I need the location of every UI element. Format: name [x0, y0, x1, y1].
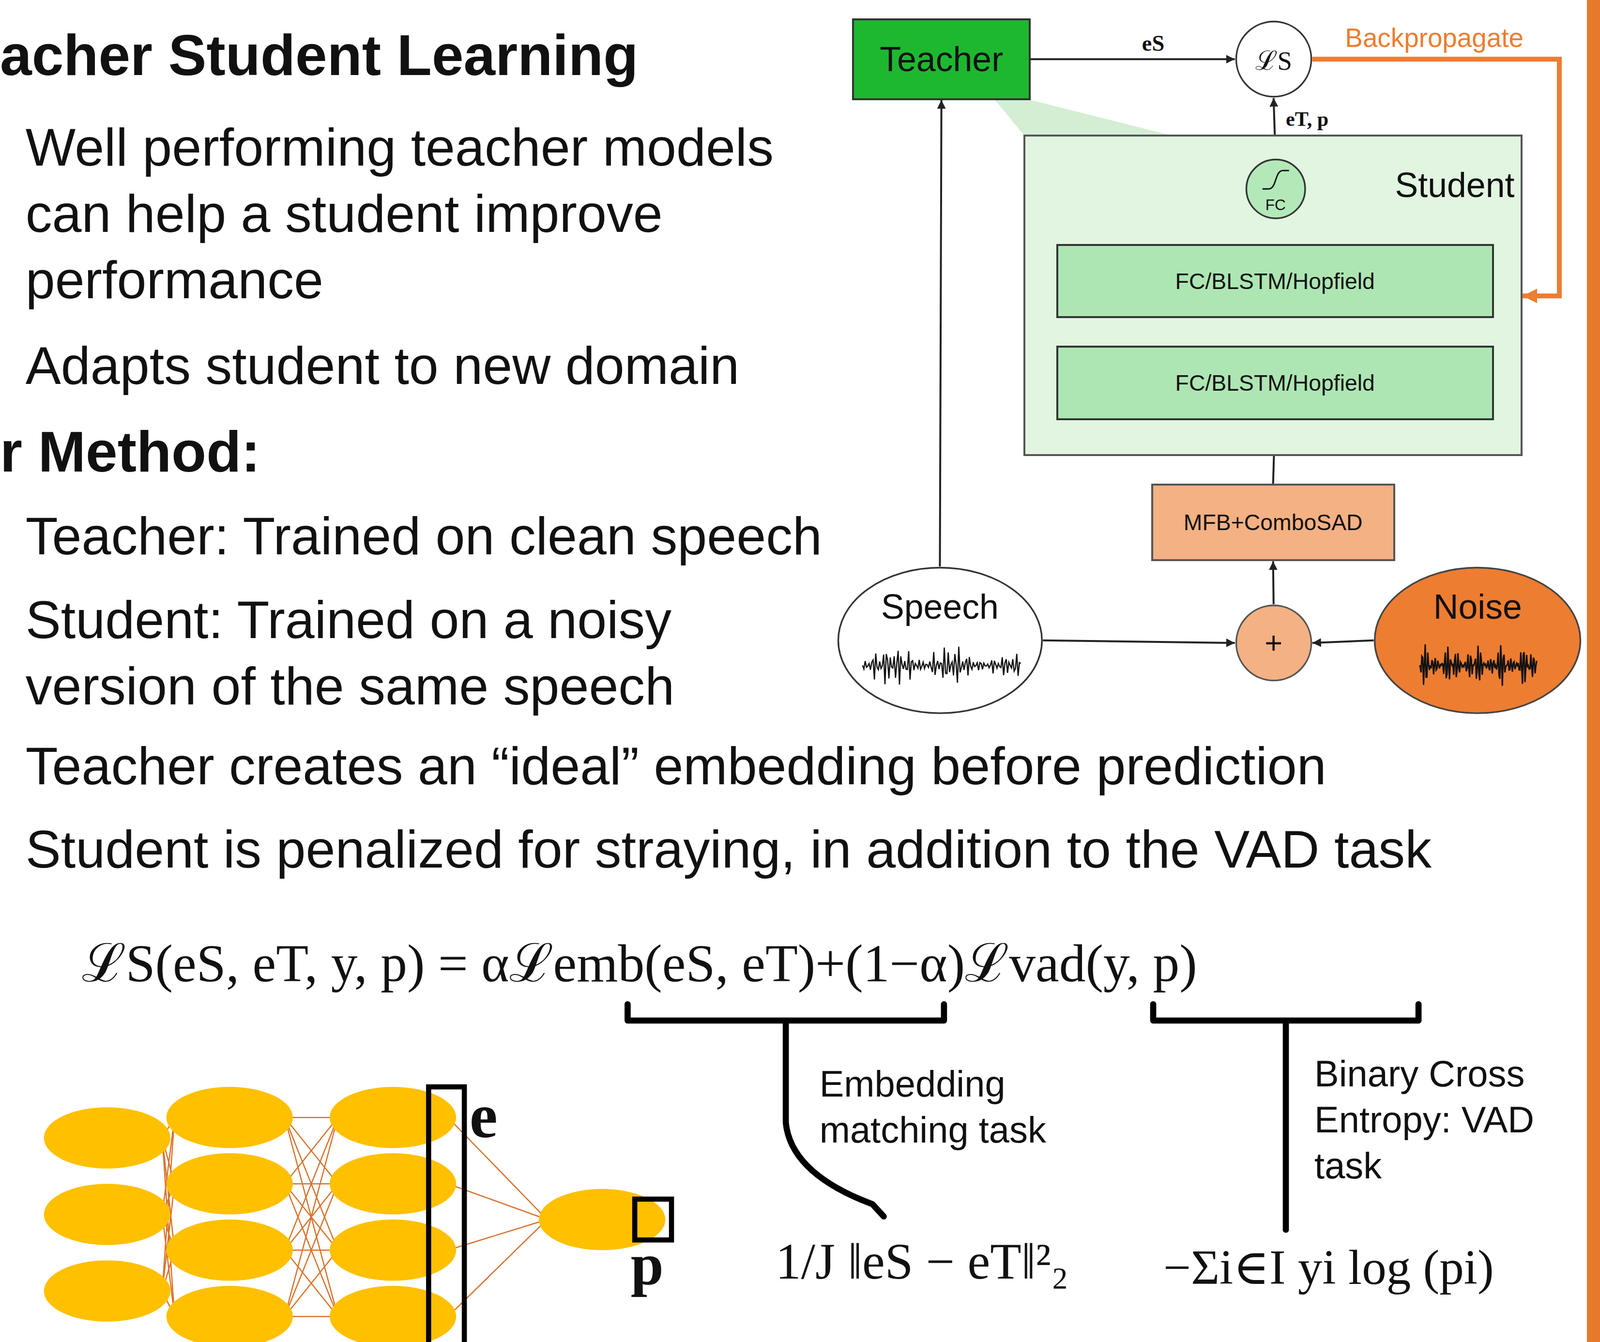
ellipse-outline	[1374, 567, 1581, 714]
annotation: Embedding matching task	[819, 1061, 1075, 1154]
embedding-box	[428, 1086, 465, 1342]
neuron	[329, 1153, 457, 1215]
net-connection	[284, 1249, 338, 1317]
node-label: Teacher	[879, 39, 1004, 79]
neuron	[329, 1285, 457, 1342]
loss-circle: ℒS	[1234, 20, 1313, 98]
node-label: +	[1264, 625, 1283, 661]
net-connection	[284, 1117, 338, 1184]
arrow-connector	[939, 100, 942, 567]
net-connection	[284, 1117, 338, 1317]
leader-line	[1282, 1020, 1290, 1230]
arrow-connector	[1273, 561, 1274, 605]
neuron	[44, 1260, 171, 1322]
node-label: MFB+ComboSAD	[1183, 509, 1363, 536]
slide-border-bar	[1586, 0, 1600, 1342]
node-label: Student	[1394, 165, 1515, 205]
neuron	[329, 1219, 457, 1281]
bullet-text: Student: Trained on a noisy version of t…	[25, 586, 822, 720]
arrow-connector	[1030, 58, 1235, 61]
bullet-text: Student is penalized for straying, in ad…	[25, 816, 1432, 883]
speech-ellipse: Speech	[837, 566, 1044, 715]
formula: −Σi∈I yi log (pi)	[1163, 1236, 1494, 1298]
section-heading: r Method:	[0, 416, 261, 488]
feature-box: MFB+ComboSAD	[1151, 483, 1396, 562]
arrow-connector	[1042, 640, 1235, 643]
edge-label: eS	[1142, 30, 1165, 56]
layer-box: FC/BLSTM/Hopfield	[1056, 345, 1494, 421]
neuron	[329, 1086, 457, 1148]
arrow-connector	[1312, 640, 1374, 643]
annotation: Binary Cross Entropy: VAD task	[1314, 1051, 1565, 1189]
waveform-icon	[1419, 644, 1537, 686]
formula: 1/J ‖eS − eT‖²₂	[775, 1229, 1069, 1294]
edge-label: eT, p	[1285, 106, 1329, 131]
layer-box: FC/BLSTM/Hopfield	[1056, 243, 1494, 319]
neuron	[166, 1086, 293, 1148]
teacher-student-wedge	[994, 100, 1169, 136]
node-label: Speech	[881, 586, 999, 627]
noise-ellipse: Noise	[1373, 566, 1582, 715]
prediction-box	[634, 1199, 672, 1240]
ellipse-outline	[1235, 21, 1311, 97]
fc-circle: FC	[1245, 158, 1307, 220]
neuron	[166, 1285, 293, 1342]
node-label: FC/BLSTM/Hopfield	[1175, 268, 1375, 295]
ellipse-outline	[1246, 159, 1305, 218]
net-connection	[284, 1117, 338, 1184]
leader-line	[785, 1020, 884, 1217]
neural-net-illustration	[44, 1086, 666, 1342]
bullet-text: Well performing teacher models can help …	[25, 114, 863, 314]
node-label: FC	[1265, 196, 1286, 214]
node-label: ℒS	[1255, 41, 1293, 78]
net-connection	[284, 1117, 338, 1317]
bullet-text: Adapts student to new domain	[25, 332, 740, 399]
prediction-symbol: p	[630, 1227, 664, 1302]
edge-label: Backpropagate	[1344, 22, 1524, 54]
slide-title: acher Student Learning	[0, 22, 639, 89]
neuron	[166, 1153, 293, 1215]
embedding-symbol: e	[469, 1076, 498, 1156]
neuron	[44, 1183, 171, 1245]
student-box: StudentFCFC/BLSTM/HopfieldFC/BLSTM/Hopfi…	[1023, 134, 1523, 457]
sum-circle: +	[1234, 604, 1313, 682]
sigmoid-icon	[1262, 170, 1289, 189]
node-label: FC/BLSTM/Hopfield	[1175, 369, 1375, 397]
bullet-text: Teacher creates an “ideal” embedding bef…	[25, 732, 1327, 800]
neuron	[44, 1107, 171, 1169]
loss-equation: ℒS(eS, eT, y, p) = αℒemb(eS, eT)+(1−α)ℒv…	[81, 930, 1198, 997]
waveform-icon	[862, 646, 1021, 685]
teacher-box: Teacher	[852, 18, 1031, 101]
net-connection	[284, 1249, 338, 1317]
bullet-text: Teacher: Trained on clean speech	[25, 502, 823, 570]
neuron	[166, 1219, 293, 1281]
ellipse-outline	[1235, 605, 1311, 681]
node-label: Noise	[1433, 586, 1523, 627]
ellipse-outline	[838, 567, 1042, 714]
